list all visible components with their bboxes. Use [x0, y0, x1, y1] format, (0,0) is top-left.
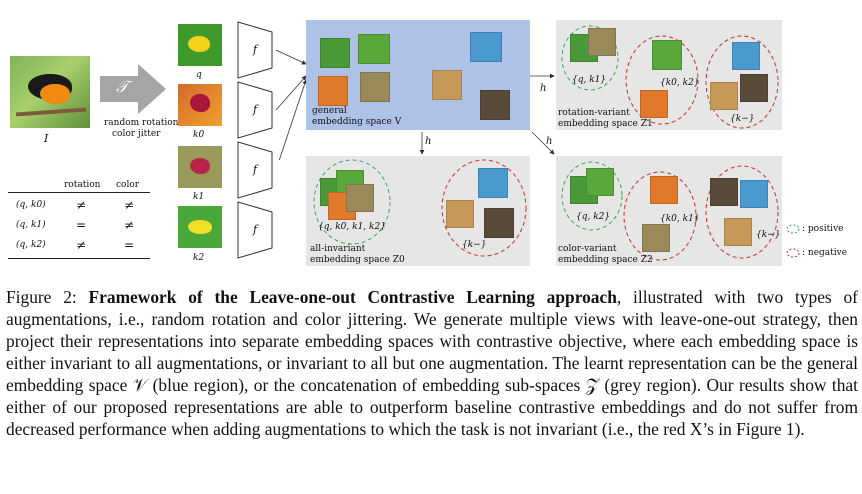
table-row-3-pair: (q, k2)	[16, 240, 46, 250]
bird-belly-icon	[40, 84, 70, 104]
rotation-pos-group: {q, k1}	[572, 75, 607, 85]
legend-negative-label: : negative	[802, 248, 848, 258]
table-header-color: color	[116, 180, 140, 190]
caption-title: Framework of the Leave-one-out Contrasti…	[88, 287, 617, 307]
transform-arrow-icon	[100, 64, 166, 114]
encoder-label-3: f	[253, 163, 258, 176]
transform-symbol: 𝒯	[116, 77, 129, 96]
color-space-label-2: embedding space Z2	[558, 255, 653, 265]
table-row-3-rotation: ≠	[76, 238, 87, 252]
anchor-image	[10, 56, 90, 128]
table-row-2-pair: (q, k1)	[16, 220, 46, 230]
color-neg-group-1: {k0, k1}	[660, 214, 700, 224]
caption-body: , illustrated with two types of augmenta…	[6, 287, 858, 439]
color-variant-space	[556, 156, 782, 266]
encoder-label-4: f	[253, 223, 258, 236]
general-embedding-space	[306, 20, 530, 130]
color-pos-group: {q, k2}	[576, 212, 611, 222]
anchor-image-label: I	[44, 132, 49, 145]
table-row-1-pair: (q, k0)	[16, 200, 46, 210]
view-k0-image	[178, 84, 222, 126]
rotation-space-label-1: rotation-variant	[558, 108, 630, 118]
rotation-neg-group-1: {k0, k2}	[660, 78, 700, 88]
invariant-pos-group: {q, k0, k1, k2}	[318, 222, 386, 232]
color-space-label-1: color-variant	[558, 244, 617, 254]
all-invariant-space	[306, 156, 530, 266]
view-k1-label: k1	[193, 192, 205, 202]
encoder-trapezoids	[237, 21, 273, 259]
rotation-space-label-2: embedding space Z1	[558, 119, 653, 129]
rotation-variant-space	[556, 20, 782, 130]
view-q-label: q	[196, 70, 202, 80]
invariant-neg-group: {k−}	[462, 240, 487, 250]
table-rule-bottom	[8, 258, 150, 259]
table-row-3-color: =	[124, 238, 135, 252]
table-rule-top	[8, 192, 150, 193]
table-row-2-rotation: =	[76, 218, 87, 232]
table-row-1-color: ≠	[124, 198, 135, 212]
branch-icon	[15, 107, 87, 117]
color-neg-group-2: {k−}	[756, 230, 781, 240]
encoder-label-1: f	[253, 43, 258, 56]
general-space-label-1: general	[312, 106, 347, 116]
encoder-label-2: f	[253, 103, 258, 116]
table-row-1-rotation: ≠	[76, 198, 87, 212]
view-k1-image	[178, 146, 222, 188]
invariant-space-label-2: embedding space Z0	[310, 255, 405, 265]
legend-positive-label: : positive	[802, 224, 844, 234]
connector-arrows	[275, 49, 555, 160]
view-q-image	[178, 24, 222, 66]
figure-caption: Figure 2: Framework of the Leave-one-out…	[6, 286, 858, 440]
view-k2-image	[178, 206, 222, 248]
view-k0-label: k0	[193, 130, 205, 140]
legend-negative-icon	[786, 248, 800, 258]
view-k2-label: k2	[193, 253, 205, 263]
invariant-space-label-1: all-invariant	[310, 244, 366, 254]
transform-caption-2: color jitter	[112, 129, 161, 139]
projection-label-3: h	[546, 136, 553, 147]
general-space-label-2: embedding space V	[312, 117, 402, 127]
legend-positive-icon	[786, 224, 800, 234]
rotation-neg-group-2: {k−}	[730, 114, 755, 124]
projection-label-1: h	[425, 136, 432, 147]
caption-prefix: Figure 2:	[6, 287, 89, 307]
augmentation-table: rotation color (q, k0) ≠ ≠ (q, k1) = ≠ (…	[8, 176, 150, 260]
projection-label-2: h	[540, 83, 547, 94]
transform-caption-1: random rotation	[104, 118, 179, 128]
table-row-2-color: ≠	[124, 218, 135, 232]
table-header-rotation: rotation	[64, 180, 101, 190]
